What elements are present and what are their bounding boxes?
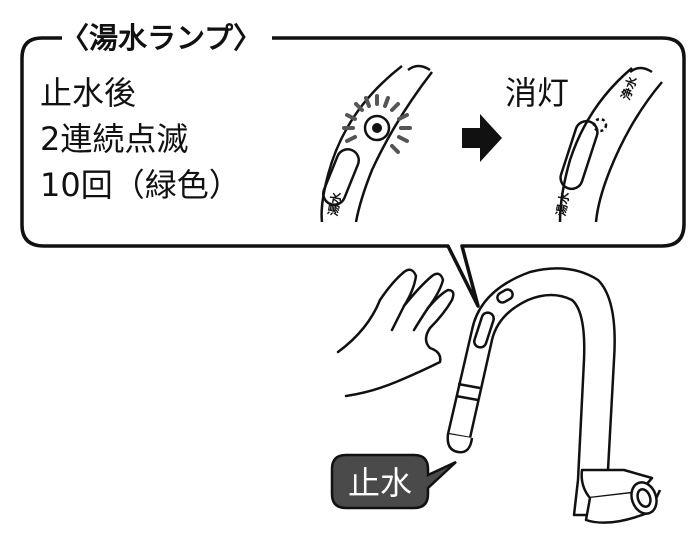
callout-title: 〈湯水ランプ〉 <box>60 21 262 55</box>
instruction-line-2: 2連続点滅 <box>40 120 188 158</box>
after-label: 消灯 <box>505 74 569 112</box>
stop-water-badge: 止水 <box>330 453 457 510</box>
faucet-closeup-flashing <box>320 64 433 223</box>
lamp-flash-icon <box>342 94 412 154</box>
faucet-label-hot-cold-left: 湯水 <box>325 190 344 217</box>
callout-box <box>20 36 686 308</box>
faucet-closeup-off <box>558 66 663 223</box>
faucet-label-hot-cold-right: 湯水 <box>553 190 572 217</box>
faucet-icon <box>446 267 662 524</box>
hand-icon <box>336 268 455 398</box>
instruction-line-1: 止水後 <box>40 74 136 112</box>
arrow-right-icon <box>462 114 502 162</box>
instruction-line-3: 10回（緑色） <box>40 166 241 204</box>
stop-water-label: 止水 <box>348 464 412 502</box>
